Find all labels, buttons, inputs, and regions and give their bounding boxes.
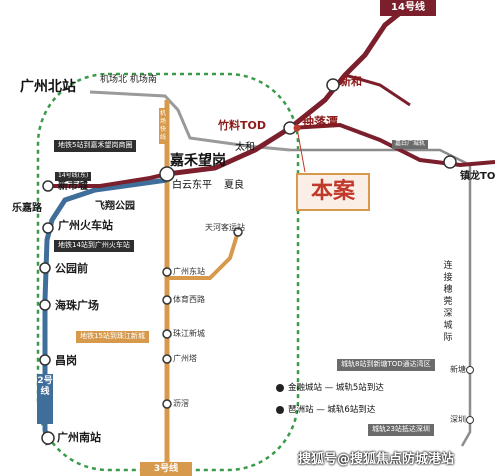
station-marker[interactable] [326, 78, 340, 92]
station-marker[interactable] [233, 227, 243, 237]
line15-note: 地铁15站到珠江新城 [76, 331, 149, 343]
station-zhongluotan: 钟落潭 [302, 115, 339, 129]
station-marker[interactable] [162, 267, 172, 277]
station-marker[interactable] [162, 354, 172, 364]
station-marker[interactable] [443, 155, 457, 169]
station-zhuliao-tod: 竹料TOD [218, 119, 266, 132]
line14-spur-path [344, 73, 411, 107]
station-baiyun-dongping: 白云东平 [172, 180, 212, 191]
station-lijiao: 沥滘 [173, 399, 189, 408]
line3-branch-path [167, 231, 240, 280]
station-gongyuanqian: 公园前 [55, 262, 88, 275]
station-marker[interactable] [466, 416, 474, 424]
station-changgang: 昌岗 [55, 354, 77, 367]
intercity23-note: 城轨23站抵达深圳 [368, 424, 434, 436]
station-marker[interactable] [42, 180, 54, 192]
station-xinhe: 新和 [340, 75, 362, 88]
line14-west-path [48, 172, 168, 188]
station-taihe: 太和 [235, 142, 255, 153]
project-callout-line [296, 127, 306, 173]
dongguan-vertical-label: 连接穗莞深城际 [443, 261, 453, 343]
station-lejia: 乐嘉路 [12, 203, 42, 214]
station-marker[interactable] [39, 262, 51, 274]
line3-tag: 3号线 [140, 462, 192, 476]
airport-line-path [89, 90, 291, 152]
station-haizhu: 海珠广场 [55, 299, 99, 312]
station-airport: 机场北 机场南 [100, 75, 157, 85]
finance-note: 金融城站 — 城轨5站到达 [288, 383, 384, 393]
station-marker[interactable] [276, 384, 284, 392]
station-marker[interactable] [159, 166, 175, 182]
station-xialiang: 夏良 [224, 180, 244, 191]
zengcheng-note: 嘉白广城轨 [392, 140, 429, 149]
station-xintang: 新塘 [450, 365, 466, 374]
station-marker[interactable] [276, 406, 284, 414]
station-zhenlong: 镇龙TOD [460, 171, 495, 182]
ring-boundary [36, 72, 300, 472]
station-marker[interactable] [466, 366, 474, 374]
airport-line-note: 机场快线 [159, 108, 169, 144]
line14-tag: 14号线 [380, 0, 436, 16]
station-feixiang: 飞翔公园 [95, 201, 135, 212]
watermark: 搜狐号@搜狐焦点防城港站 [298, 452, 455, 467]
station-marker[interactable] [39, 354, 51, 366]
station-zhujiang-xincheng: 珠江新城 [173, 329, 205, 338]
station-guangzhou-north: 广州北站 [20, 79, 76, 95]
line14-main-path [166, 3, 412, 177]
line5-note: 地铁5站到嘉禾望岗商圈 [54, 140, 137, 152]
station-shenzhen: 深圳 [450, 415, 466, 424]
station-jiahewanggang: 嘉禾望岗 [170, 153, 226, 169]
line14-top-note: 14号线(东) [55, 172, 92, 181]
station-marker[interactable] [162, 329, 172, 339]
station-tianhe-keyun: 天河客运站 [205, 223, 245, 232]
station-marker[interactable] [162, 295, 172, 305]
station-marker[interactable] [42, 222, 54, 234]
station-marker[interactable] [162, 399, 172, 409]
station-guangzhou-huoche: 广州火车站 [58, 219, 113, 232]
station-guangzhou-ta: 广州塔 [173, 354, 197, 363]
intercity8-note: 城轨8站到新塘TOD通达湾区 [337, 359, 435, 371]
station-xinshixu: 新市墟 [58, 181, 88, 192]
line2-tag: 2号线 [37, 374, 53, 424]
station-tiyu-xilu: 体育西路 [173, 295, 205, 304]
pazhou-note: 琶洲站 — 城轨6站到达 [288, 405, 376, 415]
line14-east-path [289, 122, 495, 168]
line14-note: 地铁14站到广州火车站 [54, 240, 134, 252]
station-guangzhou-nan: 广州南站 [57, 431, 101, 444]
station-marker[interactable] [41, 431, 55, 445]
station-marker[interactable] [39, 299, 51, 311]
project-label: 本案 [296, 173, 370, 211]
station-guangzhou-dong: 广州东站 [173, 267, 205, 276]
